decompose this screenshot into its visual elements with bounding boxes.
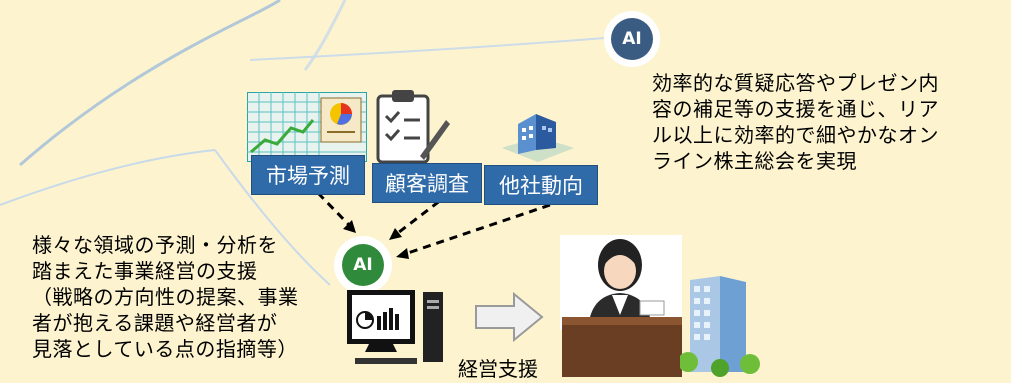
market-chart-icon	[246, 91, 368, 163]
right-arrow-icon	[474, 291, 544, 343]
ai-badge-top-label: AI	[611, 18, 653, 60]
executive-at-desk-icon	[560, 235, 685, 380]
dashed-arrow-survey	[393, 191, 451, 238]
tag-competitor-trends: 他社動向	[484, 165, 598, 205]
computer-analytics-icon	[345, 288, 450, 378]
dashed-arrow-competitor	[401, 203, 551, 257]
ai-badge-top: AI	[604, 11, 660, 67]
ai-badge-center: AI	[334, 236, 392, 294]
office-building-icon	[498, 104, 578, 164]
clipboard-checklist-icon	[372, 86, 452, 166]
tag-customer-survey: 顧客調査	[372, 163, 482, 203]
business-support-description: 様々な領域の予測・分析を 踏まえた事業経営の支援 （戦略の方向性の提案、事業 者…	[32, 233, 299, 361]
ai-badge-center-label: AI	[342, 244, 384, 286]
office-tower-icon	[678, 272, 760, 380]
dashed-arrow-market	[316, 191, 354, 230]
online-meeting-description: 効率的な質疑応答やプレゼン内 容の補足等の支援を通じ、リア ル以上に効率的で細や…	[652, 71, 939, 173]
management-support-label: 経営支援	[458, 357, 538, 381]
tag-market-forecast: 市場予測	[251, 155, 365, 195]
